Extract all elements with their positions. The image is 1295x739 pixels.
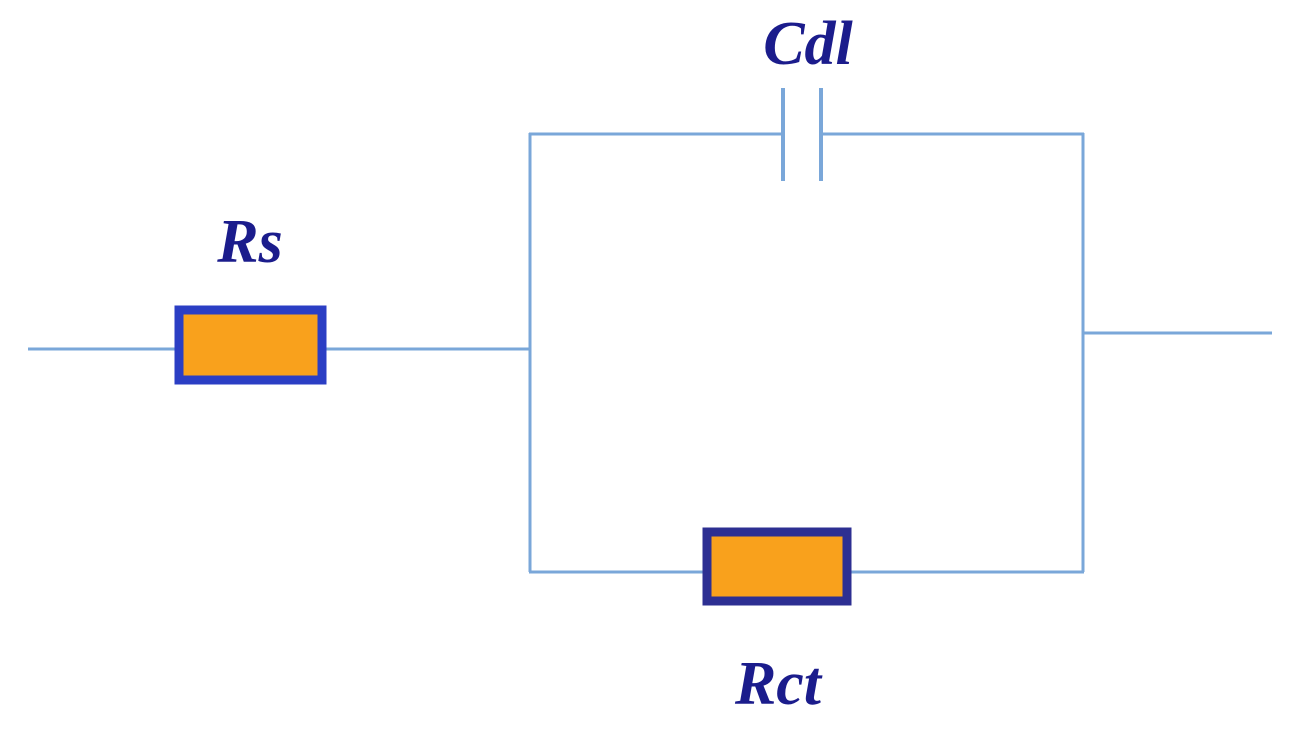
resistor-rs-body xyxy=(174,305,327,385)
resistor-rct-body xyxy=(702,527,852,606)
label-rct: Rct xyxy=(734,650,823,718)
label-cdl: Cdl xyxy=(763,10,853,78)
label-rs: Rs xyxy=(216,208,282,276)
